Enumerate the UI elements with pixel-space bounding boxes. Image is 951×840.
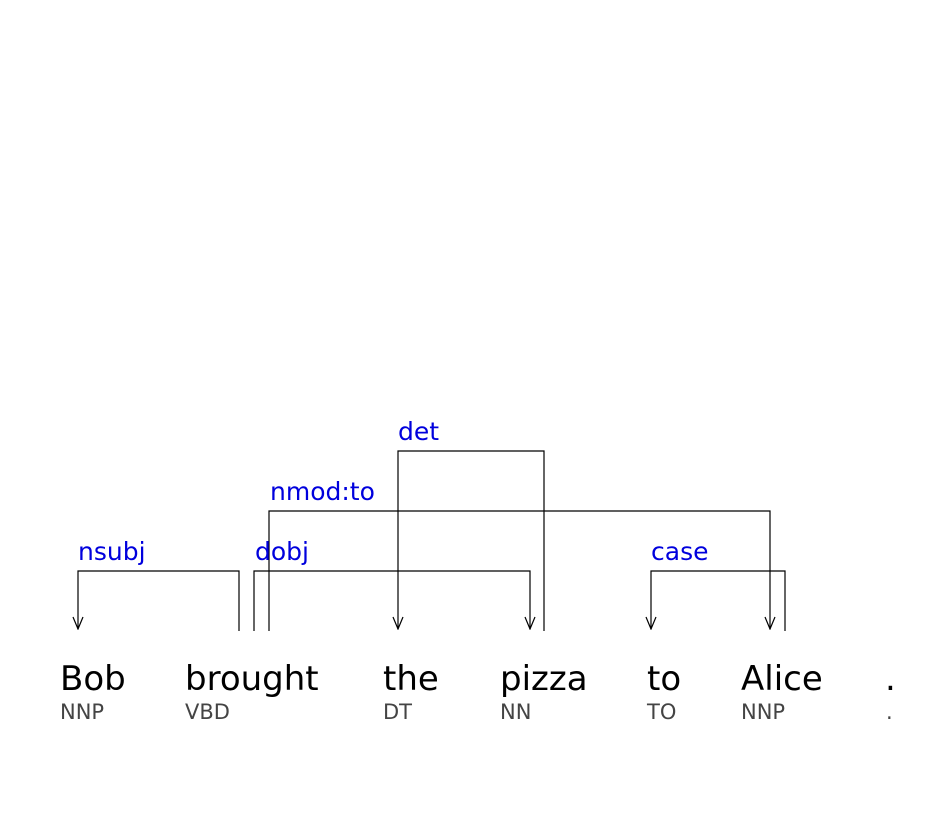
token-pos-tag: NNP <box>741 700 785 724</box>
relation-label-nsubj: nsubj <box>78 537 146 566</box>
token-to: to TO <box>646 659 681 724</box>
token-alice: Alice NNP <box>741 659 823 724</box>
arc-nsubj-line <box>78 570 240 631</box>
token-pos-tag: NN <box>500 700 531 724</box>
token-pos-tag: VBD <box>185 700 230 724</box>
token-bob: Bob NNP <box>60 659 126 724</box>
relation-label-det: det <box>398 417 439 446</box>
token-pos-tag: NNP <box>60 700 104 724</box>
token-pos-tag: . <box>886 700 893 724</box>
token-word: . <box>885 659 896 699</box>
token-word: the <box>383 659 439 699</box>
token-brought: brought VBD <box>185 659 319 724</box>
relation-label-dobj: dobj <box>255 537 309 566</box>
token-word: brought <box>185 659 319 699</box>
token-the: the DT <box>383 659 439 724</box>
arc-nsubj: nsubj <box>78 537 240 631</box>
token-pos-tag: DT <box>383 700 412 724</box>
arc-nmod-to: nmod:to <box>268 477 770 631</box>
arc-det-line <box>398 450 545 631</box>
arc-det: det <box>398 417 545 631</box>
token-pizza: pizza NN <box>500 659 588 724</box>
relation-label-nmod-to: nmod:to <box>270 477 375 506</box>
arc-case: case <box>651 537 786 631</box>
token-period: . . <box>885 659 896 724</box>
token-pos-tag: TO <box>646 700 676 724</box>
token-word: Bob <box>60 659 126 699</box>
token-word: Alice <box>741 659 823 699</box>
token-word: to <box>647 659 681 699</box>
relation-label-case: case <box>651 537 708 566</box>
arc-dobj-line <box>253 570 530 631</box>
arc-dobj: dobj <box>253 537 530 631</box>
token-word: pizza <box>500 659 588 699</box>
arc-case-line <box>651 570 786 631</box>
